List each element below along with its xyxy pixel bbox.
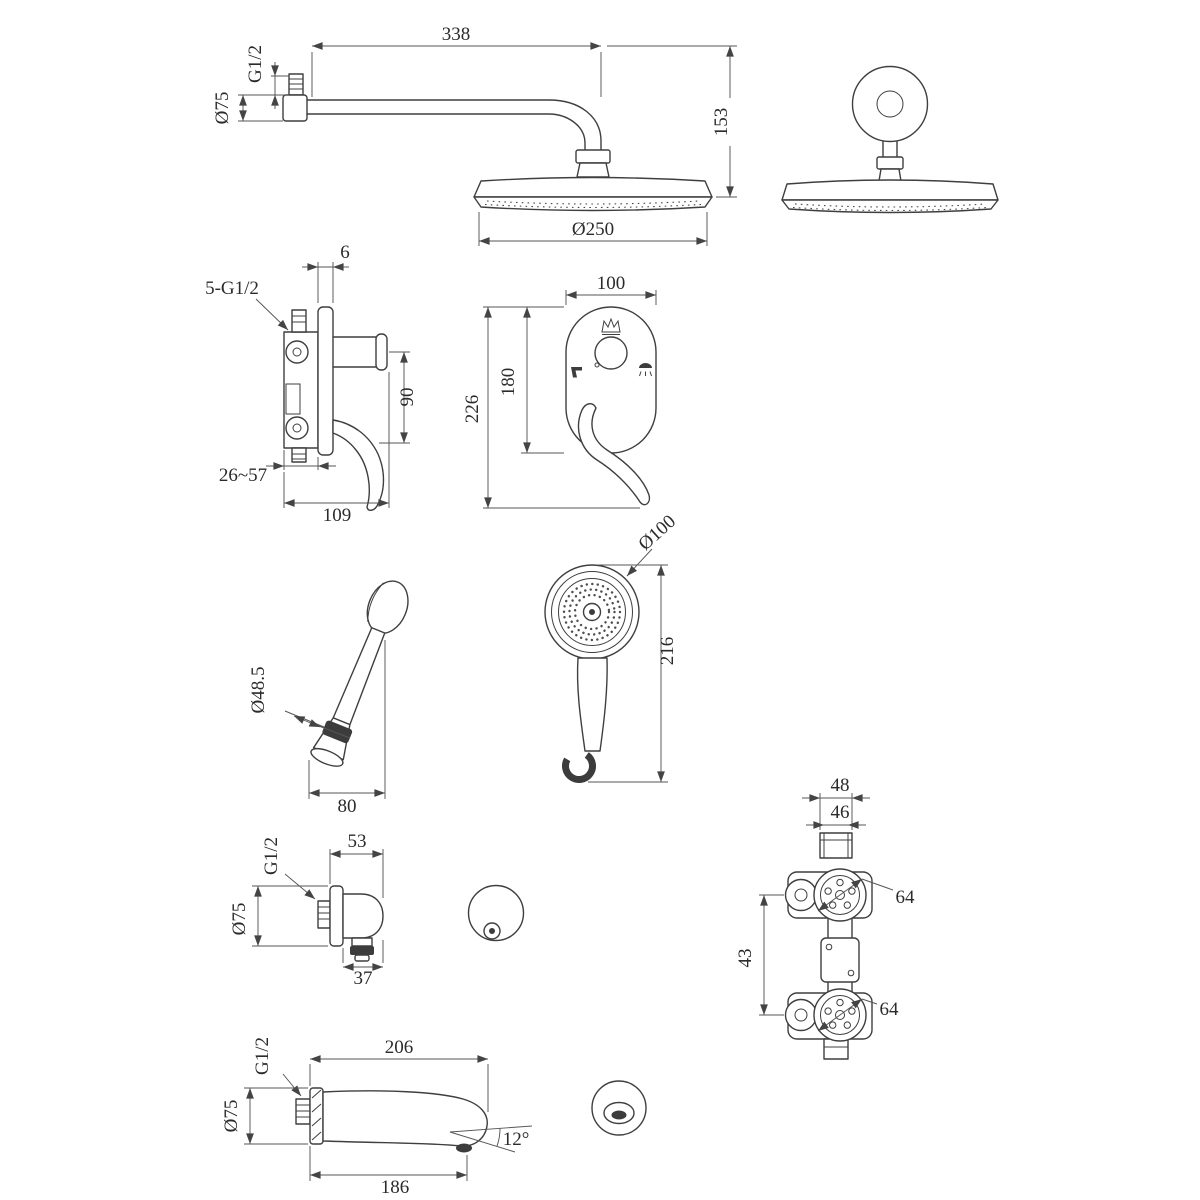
lever-handle-side [332, 419, 385, 511]
wall-plate-side [317, 306, 334, 456]
dim-arm-length: 338 [442, 24, 471, 45]
wall-outlet-side-view: G1/2 53 Ø75 37 [229, 831, 384, 989]
dim-upper-knob-dia: 64 [896, 887, 916, 908]
wall-outlet-front-view [467, 884, 525, 942]
dim-outlet-flange-dia: Ø75 [229, 903, 250, 936]
dim-stub-width-outer: 48 [831, 775, 850, 796]
outlet-port [285, 416, 309, 440]
dim-stub-width-inner: 46 [831, 802, 850, 823]
valve-rough-in-view: 48 46 64 64 43 [735, 775, 916, 1060]
label-connections: 5-G1/2 [205, 278, 259, 299]
hand-shower-head-side [366, 580, 409, 634]
hand-shower-side-view: Ø48.5 80 [248, 580, 409, 817]
dim-total-depth: 109 [323, 505, 352, 526]
ceiling-flange [851, 65, 929, 143]
hand-shower-grip [332, 627, 386, 726]
dim-outlet-thread: G1/2 [261, 837, 282, 875]
shower-head-side-view: 338 G1/2 Ø75 153 Ø250 [212, 24, 737, 246]
dim-outlet-depth: 53 [348, 831, 367, 852]
hose-nut [350, 946, 374, 955]
dim-spout-angle: 12° [503, 1129, 530, 1150]
dim-arm-thread: G1/2 [245, 45, 266, 83]
shower-head [473, 176, 713, 198]
dim-lower-knob-dia: 64 [880, 999, 900, 1020]
dim-arm-flange-dia: Ø75 [212, 92, 233, 125]
tub-spout-front-view [591, 1080, 647, 1136]
crown-icon [601, 317, 621, 335]
mounting-bracket [820, 937, 860, 983]
spout-aerator [456, 1143, 472, 1153]
dim-spout-thread: G1/2 [252, 1037, 273, 1075]
dim-head-dia: Ø250 [572, 219, 614, 240]
connector-nut [876, 156, 904, 170]
dim-spout-flange-dia: Ø75 [221, 1100, 242, 1133]
arm-escutcheon [282, 94, 308, 122]
dim-handle-offset: 90 [397, 388, 418, 407]
shower-head-face [473, 196, 713, 212]
hang-hook [562, 749, 596, 783]
hand-shower-front-view: Ø100 216 [544, 511, 680, 783]
dim-holder-length: 80 [338, 796, 357, 817]
mixer-side-dimensions: 6 5-G1/2 90 26~57 109 [205, 242, 418, 526]
knurled-ring [322, 720, 353, 744]
dim-drop-height: 153 [711, 108, 732, 137]
lower-left-port [784, 998, 818, 1032]
spray-nozzle-ring [562, 582, 622, 642]
valve-bottom-stub [823, 1038, 849, 1060]
dim-plate-width: 100 [597, 273, 626, 294]
mixer-front-dimensions: 100 180 226 [462, 273, 657, 509]
valve-top-stub [819, 832, 853, 859]
dim-plate-height: 180 [498, 368, 519, 397]
diverter-knob-side [332, 336, 377, 368]
hand-shower-side-dimensions: Ø48.5 80 [248, 640, 386, 817]
holder-cup [310, 747, 344, 767]
spout-body [322, 1090, 488, 1147]
dim-overall-height: 226 [462, 395, 483, 424]
lever-handle-front [577, 403, 651, 506]
diverter-knob-front [594, 336, 628, 370]
dim-spout-upper-length: 206 [385, 1037, 414, 1058]
dim-outlet-offset: 37 [354, 968, 373, 989]
tub-spout-side-view: G1/2 206 Ø75 12° 186 [221, 1037, 533, 1198]
top-port [291, 309, 307, 333]
shower-icon [639, 363, 652, 368]
mixer-valve-side-view: 6 5-G1/2 90 26~57 109 [205, 242, 418, 526]
dim-holder-dia: Ø48.5 [248, 667, 269, 714]
outlet-flange [329, 885, 344, 947]
shower-head-side-dimensions: 338 G1/2 Ø75 153 Ø250 [212, 24, 737, 246]
inlet-port [285, 340, 309, 364]
shower-arm [306, 99, 602, 151]
upper-left-port [784, 878, 818, 912]
dim-hand-head-dia: Ø100 [635, 511, 680, 555]
outlet-thread-nipple [317, 900, 331, 929]
tub-spout-dimensions: G1/2 206 Ø75 12° 186 [221, 1037, 533, 1198]
outlet-body [342, 893, 384, 939]
wall-outlet-dimensions: G1/2 53 Ø75 37 [229, 831, 384, 989]
shower-head-front [781, 179, 999, 201]
outlet-flange-front [467, 884, 525, 942]
hose-stub [351, 937, 373, 947]
dim-wall-depth-range: 26~57 [219, 465, 267, 486]
dim-hand-shower-length: 216 [657, 637, 678, 666]
arm-connector-nut [575, 149, 611, 164]
bottom-port [291, 447, 307, 463]
shower-head-front-view [781, 65, 999, 214]
valve-body-dimensions: 48 46 64 64 43 [735, 775, 916, 1032]
dim-spout-lower-length: 186 [381, 1177, 410, 1198]
mixer-valve-front-view: 100 180 226 [462, 273, 657, 509]
dim-port-spacing: 43 [735, 949, 756, 968]
hand-shower-handle [576, 657, 608, 752]
dim-plate-thickness: 6 [340, 242, 350, 263]
spout-icon [571, 367, 582, 378]
